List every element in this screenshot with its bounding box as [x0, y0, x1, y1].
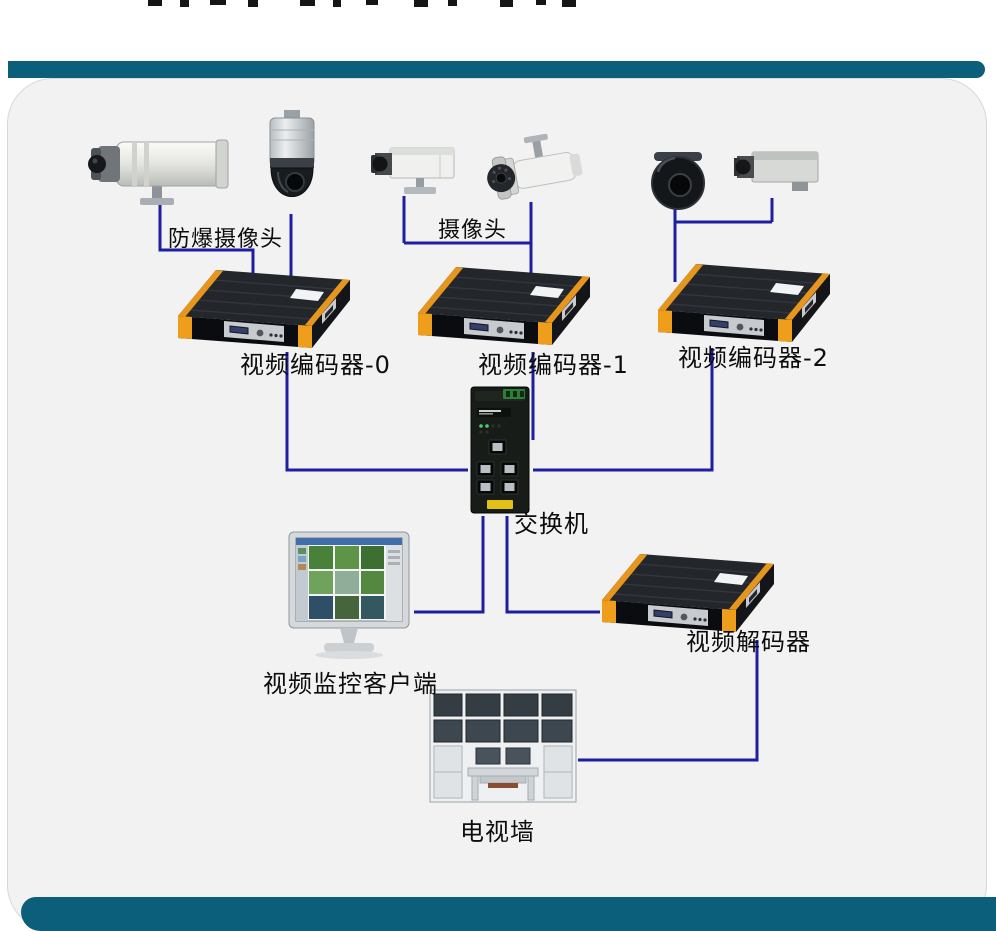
wire-decoder-to-tvwall	[578, 640, 759, 762]
explosion-proof-camera-image	[88, 132, 238, 210]
ir-camera-image	[486, 134, 586, 206]
explosion-camera-label: 防爆摄像头	[168, 227, 284, 252]
tv-wall-label: 电视墙	[460, 818, 535, 846]
switch-label: 交换机	[514, 510, 589, 538]
monitor-client-device	[286, 530, 416, 665]
wire-encoder2-to-switch	[533, 348, 714, 472]
ptz-dome-camera-image	[252, 110, 332, 218]
encoder-0-label: 视频编码器-0	[240, 351, 391, 379]
video-encoder-1-device	[412, 255, 592, 355]
bottom-accent-bar	[21, 897, 996, 931]
video-encoder-2-device	[652, 252, 832, 352]
camera-label: 摄像头	[438, 218, 508, 243]
wire-encoder0-to-switch	[285, 352, 468, 472]
video-encoder-0-device	[172, 258, 352, 358]
monitor-client-label: 视频监控客户端	[263, 670, 438, 698]
tv-wall-device	[428, 688, 578, 813]
top-accent-bar	[8, 61, 985, 78]
wire-bullet-to-encoder0	[158, 198, 255, 278]
cropped-title-fragments	[0, 0, 996, 10]
wire-switch-to-client	[414, 516, 485, 614]
encoder-1-label: 视频编码器-1	[478, 351, 629, 379]
network-switch-device	[467, 384, 533, 516]
box-camera-1-image	[370, 140, 462, 202]
decoder-label: 视频解码器	[686, 628, 811, 656]
wire-switch-to-decoder	[505, 516, 600, 614]
mini-dome-camera-image	[642, 150, 714, 212]
box-camera-2-image	[734, 146, 826, 202]
encoder-2-label: 视频编码器-2	[678, 344, 829, 372]
